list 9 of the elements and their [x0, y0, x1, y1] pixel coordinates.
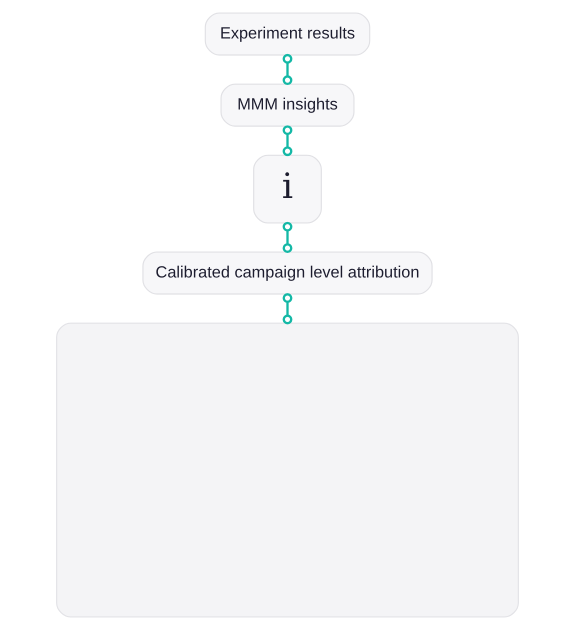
- node-box: Experiment results: [204, 12, 370, 56]
- node-box: Calibrated campaign level attribution: [142, 251, 433, 295]
- node-box: i: [253, 154, 322, 224]
- connector: [282, 222, 292, 253]
- connector: [282, 293, 292, 324]
- connector: [282, 125, 292, 156]
- node-box: [56, 322, 519, 618]
- node-box: MMM insights: [220, 84, 355, 127]
- connector: [282, 54, 292, 86]
